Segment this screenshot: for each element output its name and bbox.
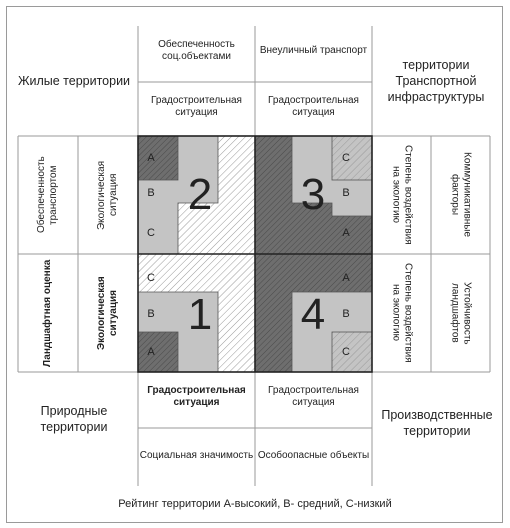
top-right-upper-label: Внеуличный транспорт [259, 45, 368, 56]
corner-bottom-right-label: Производственные территории [381, 408, 493, 438]
bottom-left-lower-label: Социальная значимость [139, 450, 254, 461]
quadrant-4-level-c: C [342, 345, 350, 358]
quadrant-2 [137, 135, 255, 255]
corner-bottom-left-label: Природные территории [40, 404, 108, 434]
left-upper-outer-label: Обеспеченность транспортом [36, 156, 59, 234]
quadrant-1-number: 1 [187, 290, 213, 339]
diagram-frame [6, 6, 503, 523]
top-left-upper-label: Обеспеченность соц.объектами [158, 39, 235, 62]
right-upper-outer-label: Коммуникативные факторы [449, 152, 473, 238]
right-lower-outer-label: Устойчивость ландшафтов [449, 281, 473, 345]
corner-top-right-label: территории Транспортной инфраструктуры [387, 58, 485, 104]
top-right-lower-label: Градостроительная ситуация [268, 95, 359, 118]
quadrant-1 [137, 254, 255, 373]
quadrant-1-level-c: C [147, 271, 155, 284]
quadrant-3-level-a: A [342, 226, 350, 239]
quadrant-3-number: 3 [300, 170, 326, 219]
left-upper-inner-label: Экологическая ситуация [96, 160, 119, 230]
quadrant-4-level-b: B [342, 307, 350, 320]
quadrant-1-level-b: B [147, 307, 155, 320]
bottom-right-upper-label: Градостроительная ситуация [268, 385, 359, 408]
quadrant-4-level-a: A [342, 271, 350, 284]
quadrant-2-level-c: C [147, 226, 155, 239]
grid-lines [17, 26, 491, 486]
quadrant-1-level-a: A [147, 345, 155, 358]
rating-legend-caption: Рейтинг территории А-высокий, В- средний… [118, 498, 392, 510]
bottom-left-upper-label: Градостроительная ситуация [147, 385, 246, 408]
bottom-right-lower-label: Особоопасные объекты [257, 450, 370, 461]
quadrant-2-number: 2 [187, 170, 213, 219]
quadrant-4 [255, 254, 373, 373]
quadrant-4-number: 4 [300, 290, 326, 339]
quadrant-2-level-a: A [147, 151, 155, 164]
top-left-lower-label: Градостроительная ситуация [151, 95, 242, 118]
right-upper-inner-label: Степень воздействия на экологию [390, 145, 414, 245]
right-lower-inner-label: Степень воздействия на экологию [390, 263, 414, 363]
core-border [137, 135, 373, 373]
corner-top-left-label: Жилые территории [17, 74, 131, 88]
left-lower-outer-label: Ландшафтная оценка [42, 259, 53, 367]
quadrant-2-level-b: B [147, 186, 155, 199]
quadrant-3 [255, 135, 373, 254]
quadrant-3-level-b: B [342, 186, 350, 199]
quadrant-3-level-c: C [342, 151, 350, 164]
left-lower-inner-label: Экологическая ситуация [96, 276, 119, 350]
